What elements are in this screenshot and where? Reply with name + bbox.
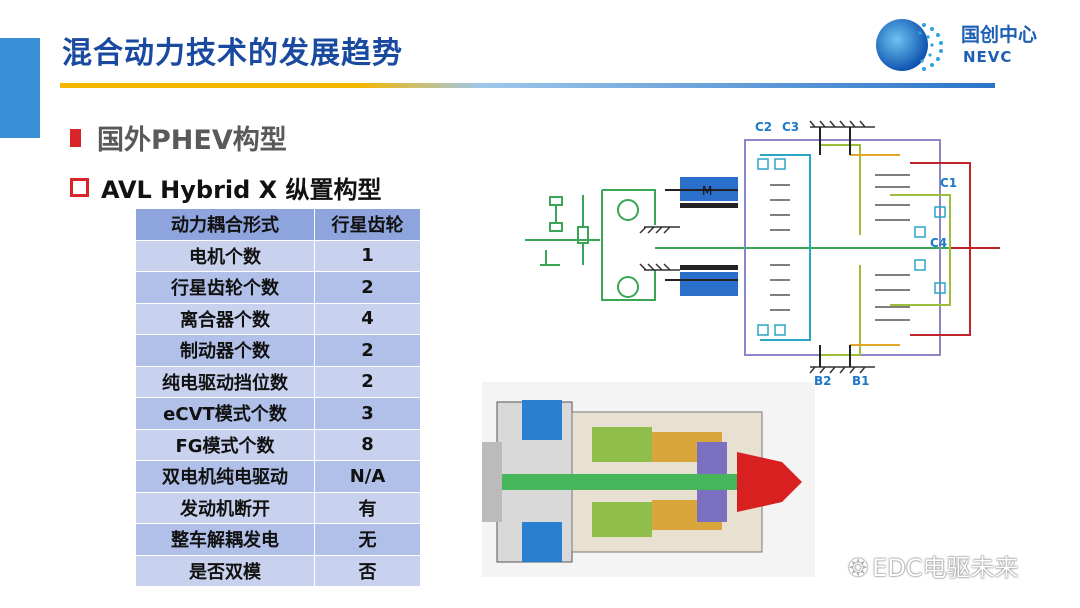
nevc-logo: [876, 19, 943, 71]
clutch-c4-label: C4: [930, 236, 947, 250]
hollow-square-bullet-icon: [70, 178, 89, 197]
table-cell: 纯电驱动挡位数: [135, 365, 315, 398]
table-cell: 电机个数: [135, 239, 315, 272]
table-row: 整车解耦发电无: [135, 523, 421, 556]
logo-chinese-text: 国创中心: [961, 24, 1038, 46]
table-cell: eCVT模式个数: [135, 397, 315, 430]
transmission-cutaway-image: [482, 382, 815, 577]
logo-english-text: NEVC: [963, 48, 1013, 66]
table-cell: 2: [314, 271, 421, 304]
motor-label: M: [702, 184, 712, 198]
table-cell: 制动器个数: [135, 334, 315, 367]
table-header-cell: 行星齿轮: [314, 208, 421, 241]
section-subheading: AVL Hybrid X 纵置构型: [70, 170, 382, 205]
section-heading: 国外PHEV构型: [70, 118, 287, 157]
table-row: 是否双模否: [135, 554, 421, 587]
transmission-schematic: M C2 C3 C1 C4 B2 B1: [525, 120, 1000, 385]
section-heading-text: 国外PHEV构型: [97, 125, 287, 156]
table-cell: 双电机纯电驱动: [135, 460, 315, 493]
table-cell: 否: [314, 554, 421, 587]
table-cell: 无: [314, 523, 421, 556]
table-cell: 4: [314, 302, 421, 335]
wechat-icon: ❂: [848, 554, 869, 582]
clutch-c2-label: C2: [755, 120, 772, 134]
table-cell: FG模式个数: [135, 428, 315, 461]
table-cell: 1: [314, 239, 421, 272]
table-cell: 行星齿轮个数: [135, 271, 315, 304]
table-cell: 整车解耦发电: [135, 523, 315, 556]
watermark-text: EDC电驱未来: [872, 554, 1019, 582]
clutch-c1-label: C1: [940, 176, 957, 190]
clutch-c3-label: C3: [782, 120, 799, 134]
left-accent-tab: [0, 38, 40, 138]
table-cell: 2: [314, 334, 421, 367]
table-cell: 发动机断开: [135, 491, 315, 524]
section-subheading-text: AVL Hybrid X 纵置构型: [101, 176, 382, 204]
table-cell: 2: [314, 365, 421, 398]
watermark: ❂EDC电驱未来: [848, 548, 1019, 583]
table-cell: 8: [314, 428, 421, 461]
red-bullet-icon: [70, 129, 81, 147]
page-title: 混合动力技术的发展趋势: [62, 36, 403, 71]
table-cell: 离合器个数: [135, 302, 315, 335]
table-cell: 3: [314, 397, 421, 430]
table-cell: N/A: [314, 460, 421, 493]
table-header-row: 动力耦合形式 行星齿轮: [135, 208, 421, 241]
table-header-cell: 动力耦合形式: [135, 208, 315, 241]
brake-b2-label: B2: [814, 374, 832, 385]
table-row: 发动机断开有: [135, 491, 421, 524]
table-cell: 是否双模: [135, 554, 315, 587]
table-cell: 有: [314, 491, 421, 524]
title-underline: [60, 83, 995, 88]
brake-b1-label: B1: [852, 374, 870, 385]
